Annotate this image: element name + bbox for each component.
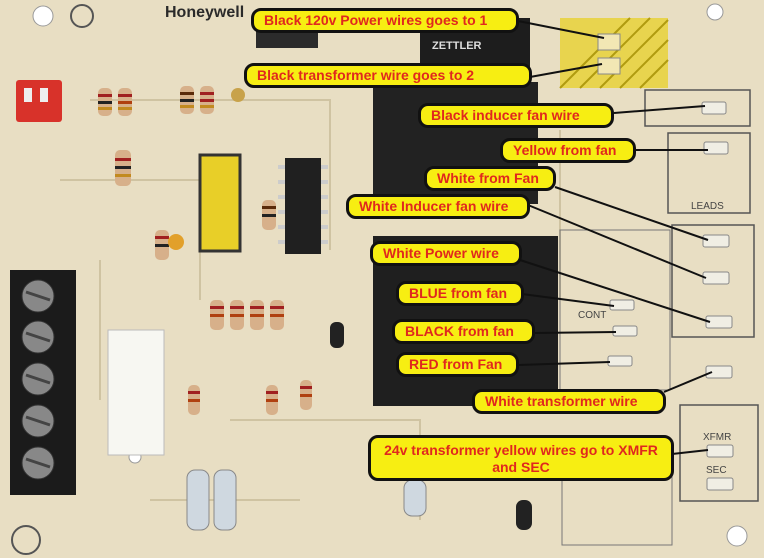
leader-power-1	[517, 20, 605, 39]
leader-white-fan	[554, 186, 709, 241]
callout-white-fan: White from Fan	[424, 166, 556, 191]
callout-power-1: Black 120v Power wires goes to 1	[251, 8, 519, 33]
callout-transformer-2: Black transformer wire goes to 2	[244, 63, 532, 88]
leader-inducer-black	[613, 105, 706, 114]
callout-blue-fan: BLUE from fan	[396, 281, 524, 306]
leader-white-power	[519, 259, 711, 323]
resistors	[98, 86, 312, 415]
callout-white-power: White Power wire	[370, 241, 522, 266]
terminal-block	[10, 270, 76, 495]
silk-xfmr: XFMR	[703, 432, 732, 443]
callout-xfmr-sec: 24v transformer yellow wires go to XMFR …	[368, 435, 674, 481]
leader-white-inducer	[527, 204, 707, 279]
silk-sec: SEC	[706, 465, 727, 476]
relay-label: ZETTLER	[432, 40, 482, 52]
callout-white-transformer: White transformer wire	[472, 389, 666, 414]
leader-xfmr-sec	[671, 449, 709, 455]
leader-black-fan	[533, 331, 617, 334]
callout-yellow-fan: Yellow from fan	[500, 138, 636, 163]
leader-white-transformer	[663, 371, 713, 393]
callout-black-fan: BLACK from fan	[392, 319, 535, 344]
leader-red-fan	[517, 361, 611, 366]
callout-red-fan: RED from Fan	[396, 352, 519, 377]
leader-transformer-2	[529, 63, 603, 78]
callout-white-inducer: White Inducer fan wire	[346, 194, 530, 219]
silk-leads: LEADS	[691, 201, 724, 212]
callout-inducer-black: Black inducer fan wire	[418, 103, 614, 128]
silk-cont: CONT	[578, 310, 607, 321]
brand-logo: Honeywell	[165, 4, 245, 21]
leader-blue-fan	[521, 293, 615, 307]
